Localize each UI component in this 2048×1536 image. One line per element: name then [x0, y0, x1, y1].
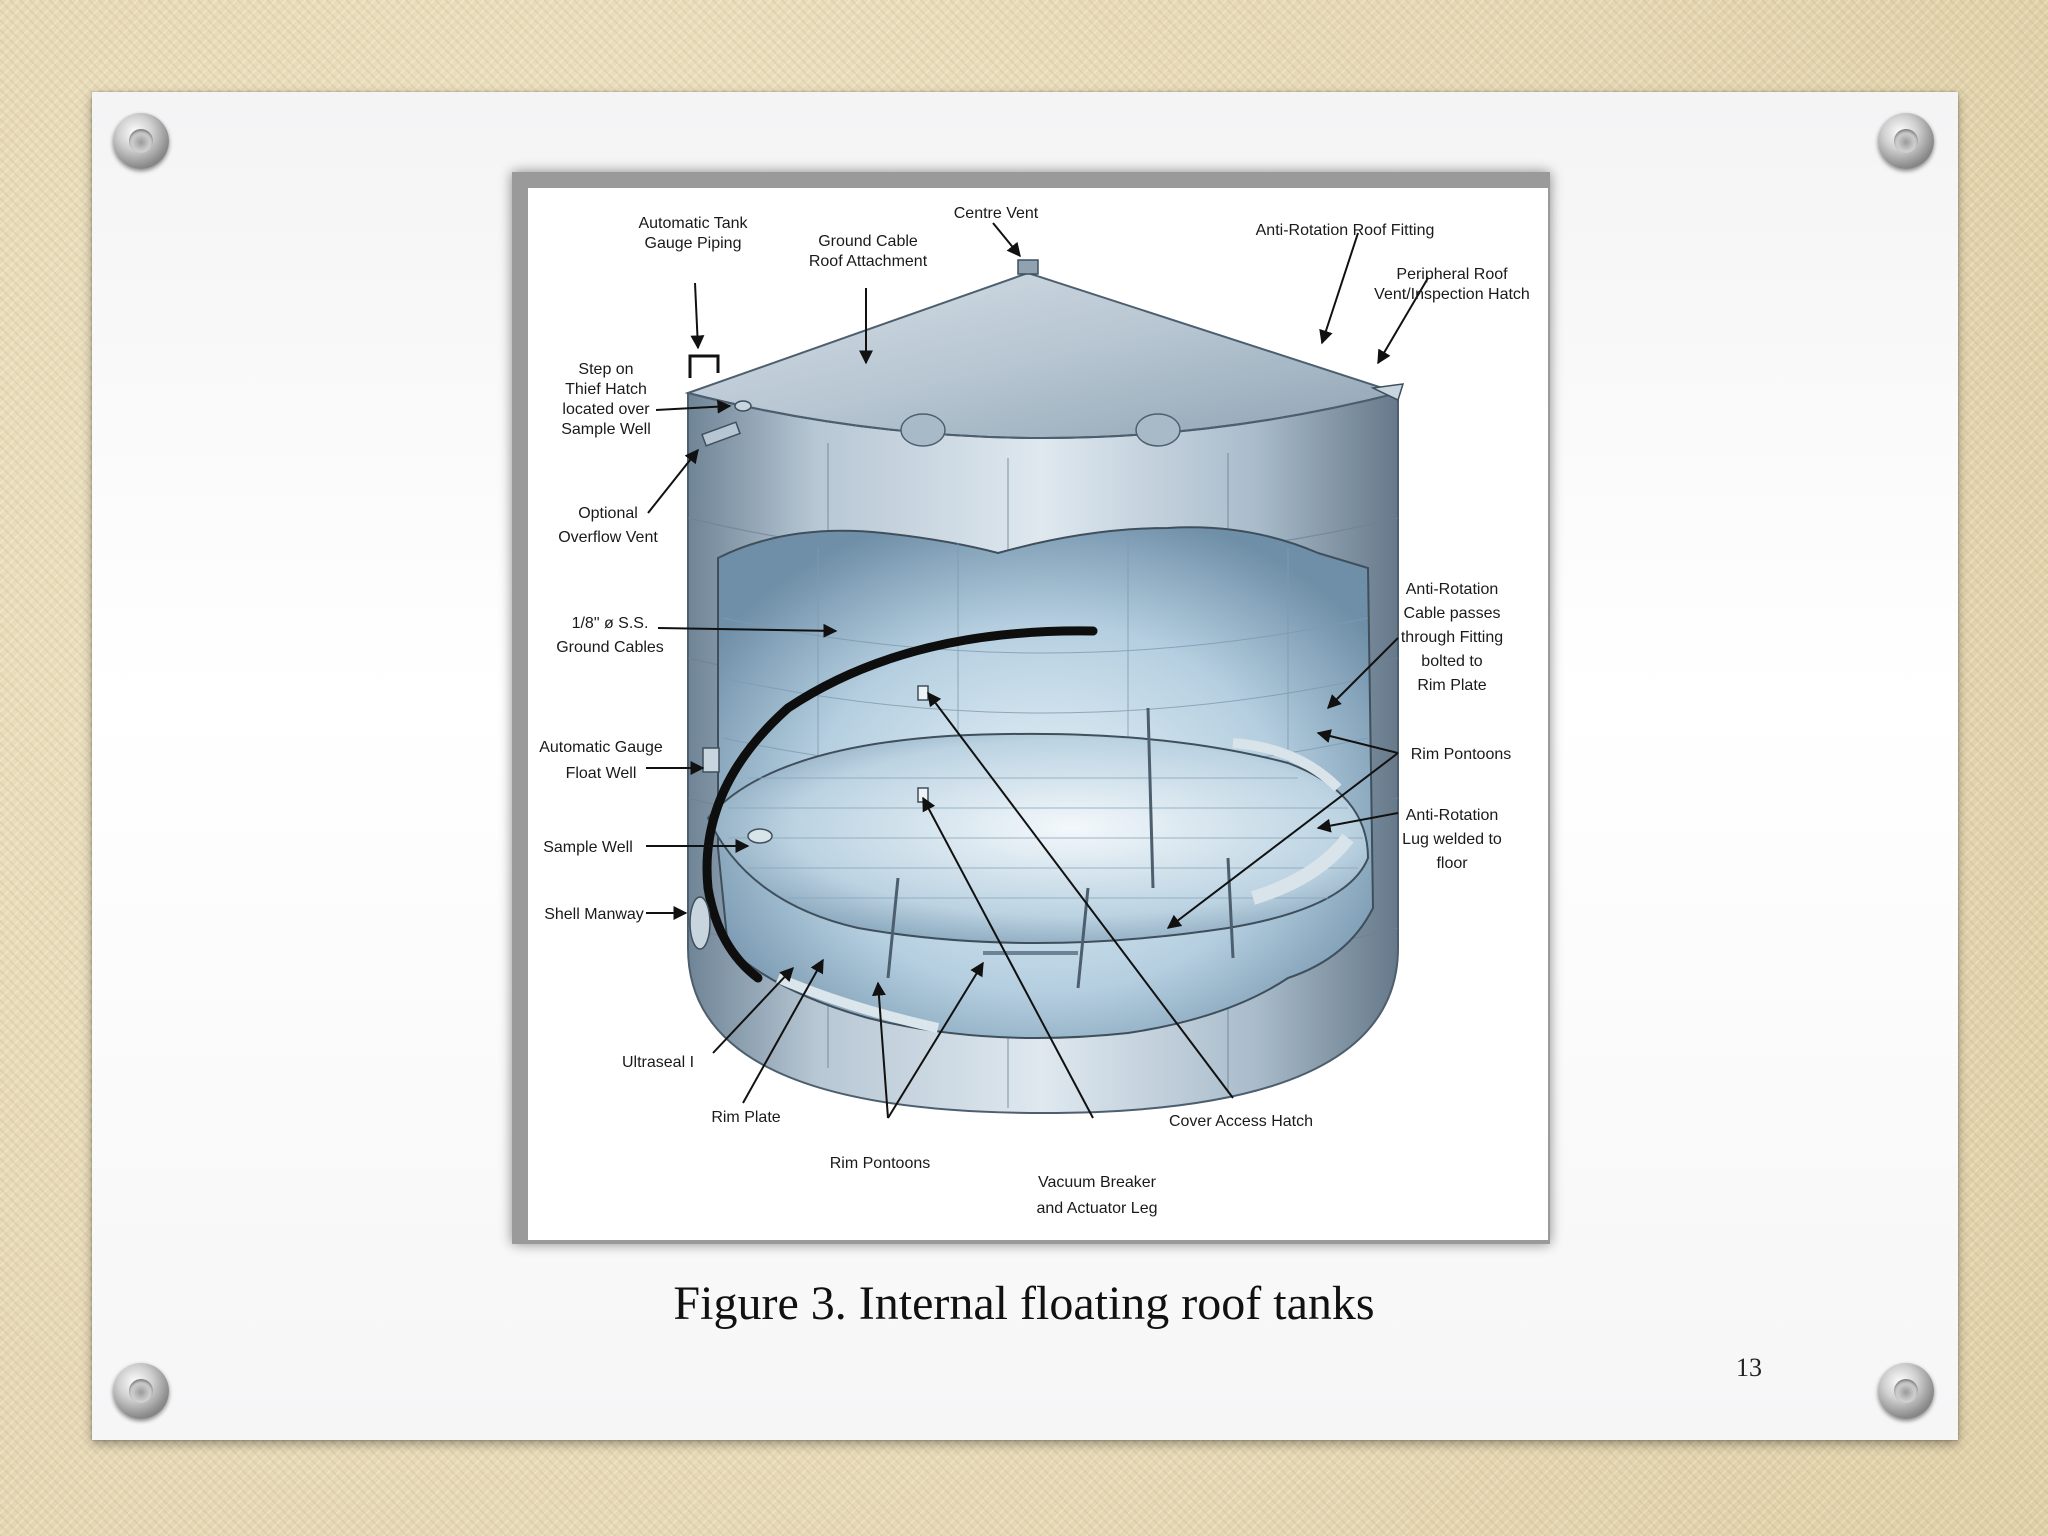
- label-anti-rotation-roof-fitting: Anti-Rotation Roof Fitting: [1256, 222, 1435, 239]
- rivet-bottom-left: [113, 1363, 169, 1419]
- rivet-top-left: [113, 113, 169, 169]
- rivet-bottom-right: [1878, 1363, 1934, 1419]
- label-sample-well: Sample Well: [543, 839, 633, 856]
- leader-arrows: [646, 222, 1429, 1119]
- label-rim-pontoons-right: Rim Pontoons: [1411, 746, 1512, 763]
- rivet-top-right: [1878, 113, 1934, 169]
- figure-caption: Figure 3. Internal floating roof tanks: [673, 1277, 1375, 1330]
- label-cover-access-hatch: Cover Access Hatch: [1169, 1113, 1313, 1130]
- label-shell-manway: Shell Manway: [544, 906, 644, 923]
- label-ground-cables: 1/8" ø S.S.Ground Cables: [556, 615, 664, 656]
- label-rim-pontoons-bottom: Rim Pontoons: [830, 1155, 931, 1172]
- label-ultraseal: Ultraseal I: [622, 1054, 694, 1071]
- page-number: 13: [1736, 1353, 1762, 1382]
- tank-body: [684, 259, 1405, 1115]
- label-centre-vent: Centre Vent: [954, 205, 1039, 222]
- label-rim-plate: Rim Plate: [711, 1109, 780, 1126]
